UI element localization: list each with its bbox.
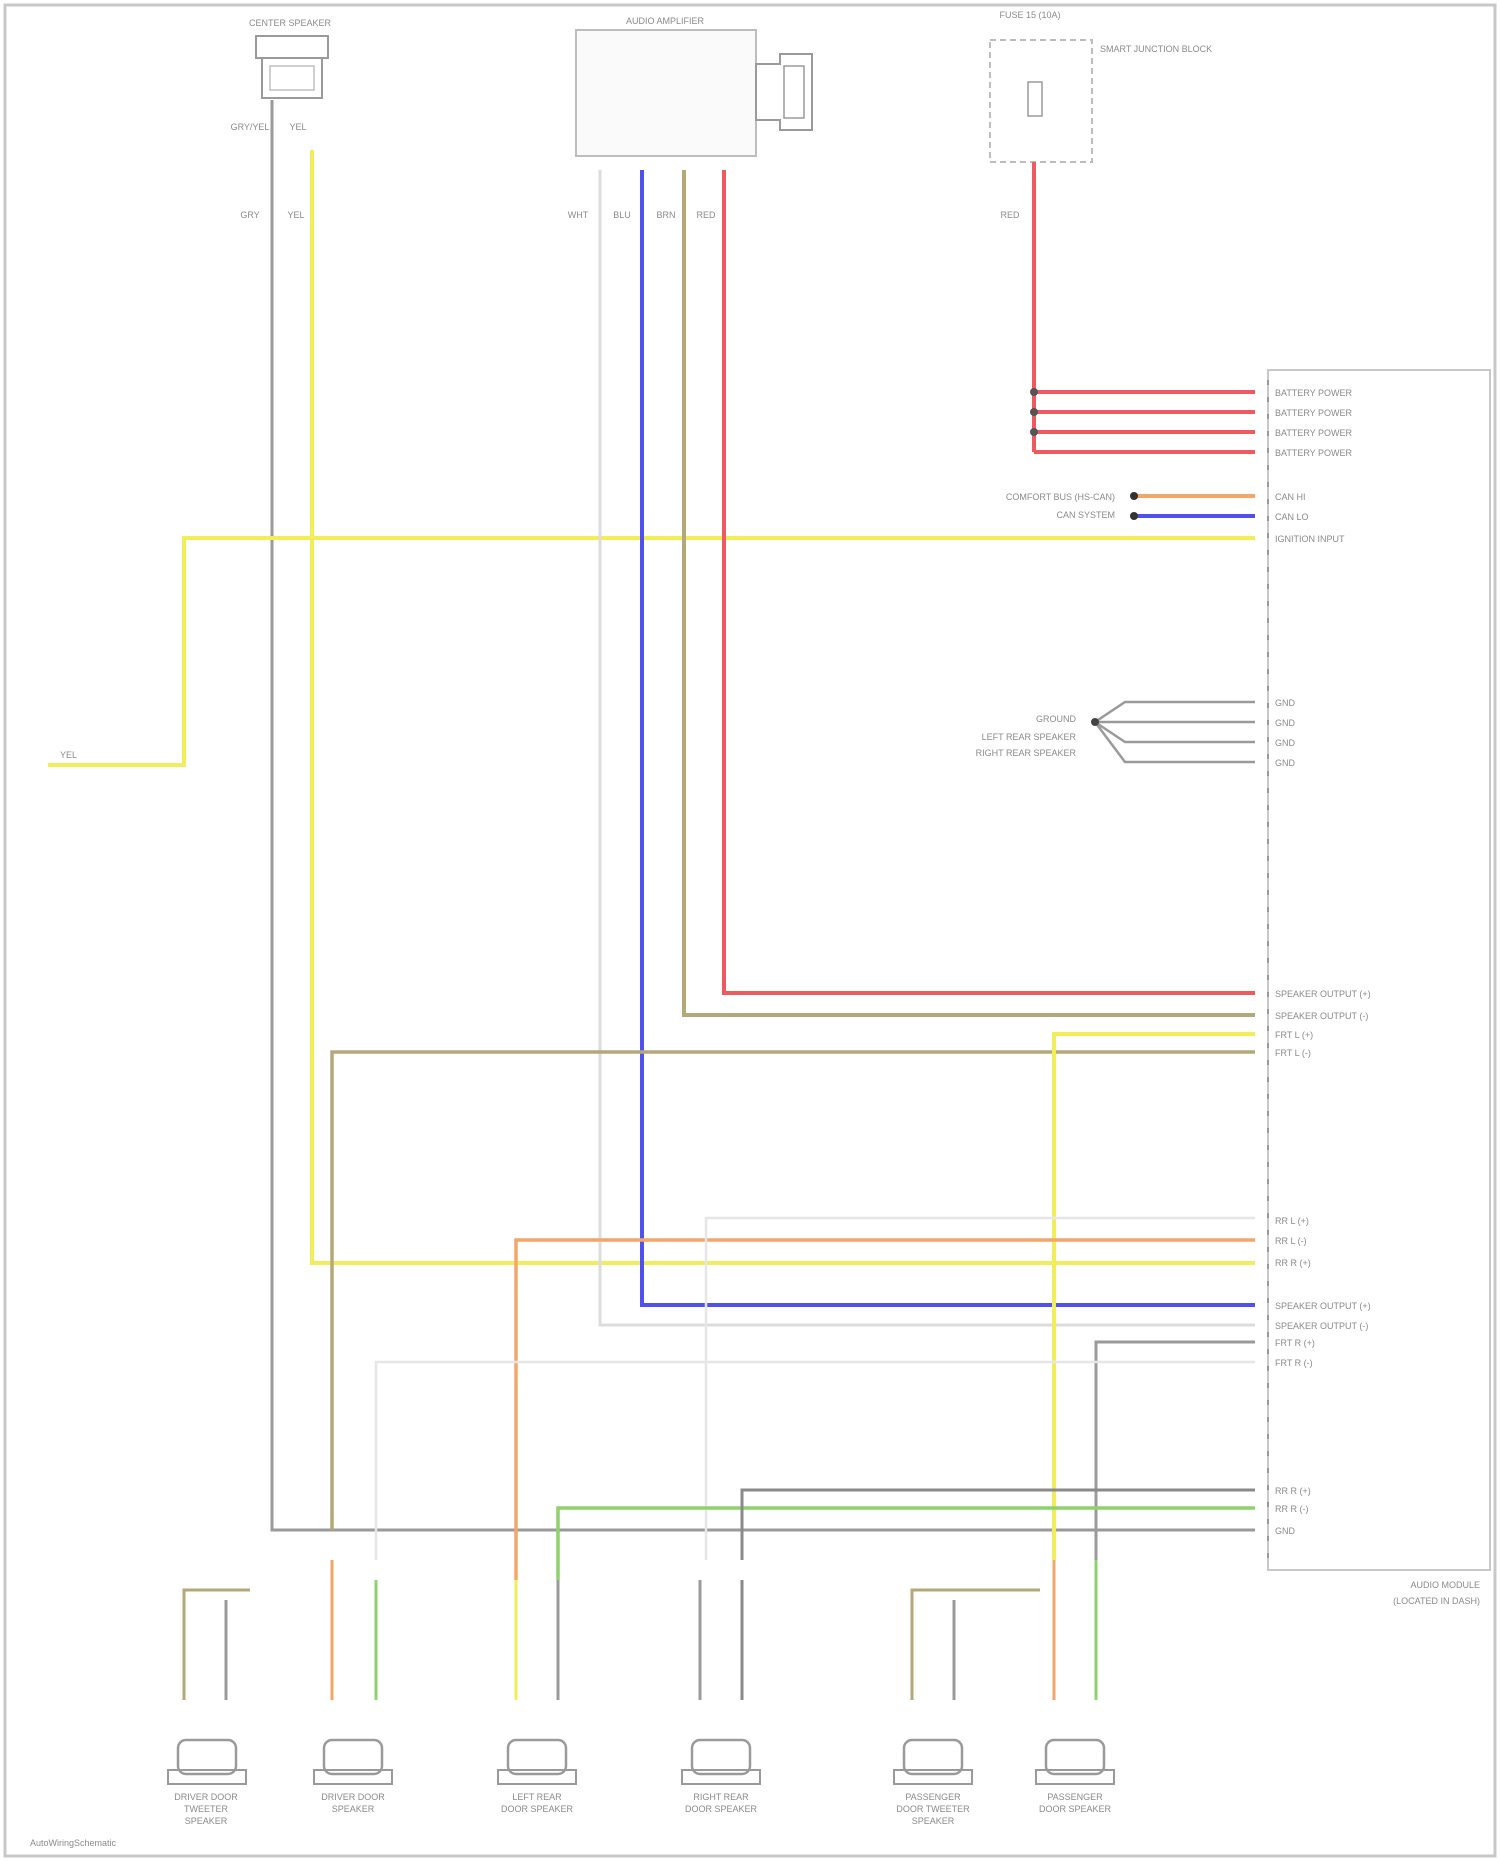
module-sub-label: (LOCATED IN DASH) (1393, 1596, 1480, 1606)
speaker-1: DRIVER DOOR TWEETER SPEAKER (168, 1590, 250, 1826)
pin-gnd-final: GND (1275, 1526, 1296, 1536)
pin-frt-r-pos: FRT R (+) (1275, 1338, 1315, 1348)
speaker-1-name-1: DRIVER DOOR (174, 1792, 238, 1802)
amp-wire-a: WHT (568, 210, 589, 220)
speaker-4: RIGHT REAR DOOR SPEAKER (682, 1580, 760, 1814)
pin-can-lo: CAN LO (1275, 512, 1309, 522)
wire-brown-left (332, 1052, 1255, 1530)
splice-3 (1030, 428, 1038, 436)
left-mid-wire-a: GRY (240, 210, 259, 220)
splice-2 (1030, 408, 1038, 416)
pin-frt-l-neg: FRT L (-) (1275, 1048, 1311, 1058)
speaker-3: LEFT REAR DOOR SPEAKER (498, 1580, 576, 1814)
wire-gray-right (1096, 1342, 1255, 1560)
wire-yellow-right (1054, 1034, 1255, 1560)
ground-fan-3 (1095, 722, 1255, 742)
left-mid-wire-b: YEL (287, 210, 304, 220)
left-top-wire-b: YEL (289, 122, 306, 132)
amp-wire-b: BLU (613, 210, 631, 220)
pin-gnd-1: GND (1275, 698, 1296, 708)
pin-spk-out-2: SPEAKER OUTPUT (-) (1275, 1321, 1368, 1331)
pin-rr-l-neg: RR L (-) (1275, 1236, 1307, 1246)
speaker-6-name-2: DOOR SPEAKER (1039, 1804, 1112, 1814)
pin-gnd-2: GND (1275, 718, 1296, 728)
pin-amp-out-2: SPEAKER OUTPUT (-) (1275, 1011, 1368, 1021)
speaker-6: PASSENGER DOOR SPEAKER (1036, 1560, 1114, 1814)
ground-left-3: RIGHT REAR SPEAKER (976, 748, 1077, 758)
speaker-2-name-1: DRIVER DOOR (321, 1792, 385, 1802)
speaker-5-name-2: DOOR TWEETER (896, 1804, 970, 1814)
wire-white-amp (600, 170, 1255, 1325)
pin-battery-2: BATTERY POWER (1275, 408, 1353, 418)
amp-wire-c: BRN (656, 210, 675, 220)
speaker-6-name-1: PASSENGER (1047, 1792, 1103, 1802)
pin-rr-l-pos: RR L (+) (1275, 1216, 1309, 1226)
speaker-3-name-2: DOOR SPEAKER (501, 1804, 574, 1814)
pin-gnd-4: GND (1275, 758, 1296, 768)
pin-rr-r-neg: RR R (-) (1275, 1504, 1309, 1514)
wire-green (558, 1508, 1255, 1580)
speaker-3-name-1: LEFT REAR (512, 1792, 562, 1802)
left-top-wire-a: GRY/YEL (231, 122, 270, 132)
fuse-wire-label: RED (1000, 210, 1020, 220)
center-speaker-connector: CENTER SPEAKER (249, 18, 332, 98)
wire-brown-amp (684, 170, 1255, 1015)
pin-spk-out-1: SPEAKER OUTPUT (+) (1275, 1301, 1371, 1311)
can-left-label-2: CAN SYSTEM (1056, 510, 1115, 520)
ground-left-2: LEFT REAR SPEAKER (982, 732, 1077, 742)
speaker-4-name-2: DOOR SPEAKER (685, 1804, 758, 1814)
pin-can-hi: CAN HI (1275, 492, 1306, 502)
wire-gray-left (272, 100, 1255, 1530)
pin-battery-4: BATTERY POWER (1275, 448, 1353, 458)
pin-frt-l-pos: FRT L (+) (1275, 1030, 1313, 1040)
speaker-1-name-2: TWEETER (184, 1804, 228, 1814)
pin-battery-3: BATTERY POWER (1275, 428, 1353, 438)
speaker-5-name-1: PASSENGER (905, 1792, 961, 1802)
audio-module: AUDIO MODULE (LOCATED IN DASH) (1268, 370, 1490, 1606)
splice-1 (1030, 388, 1038, 396)
pin-rr-r-pos: RR R (+) (1275, 1486, 1311, 1496)
wire-yellow-feed (48, 538, 1255, 765)
amplifier-label: AUDIO AMPLIFIER (626, 16, 705, 26)
wire-darkgray (742, 1490, 1255, 1560)
module-label: AUDIO MODULE (1410, 1580, 1480, 1590)
wire-blue-amp (642, 170, 1255, 1305)
center-speaker-label: CENTER SPEAKER (249, 18, 332, 28)
wire-yellow-left (312, 150, 1255, 1263)
speaker-5-name-3: SPEAKER (912, 1816, 955, 1826)
can-dot-2 (1130, 512, 1138, 520)
pin-gnd-3: GND (1275, 738, 1296, 748)
speaker-1-name-3: SPEAKER (185, 1816, 228, 1826)
junction-note: SMART JUNCTION BLOCK (1100, 44, 1212, 54)
speaker-2: DRIVER DOOR SPEAKER (314, 1560, 392, 1814)
ground-fan (1095, 702, 1255, 722)
fuse-label: FUSE 15 (10A) (999, 10, 1060, 20)
pin-frt-r-neg: FRT R (-) (1275, 1358, 1313, 1368)
pin-ignition: IGNITION INPUT (1275, 534, 1345, 544)
ground-node (1091, 718, 1099, 726)
pin-amp-out-1: SPEAKER OUTPUT (+) (1275, 989, 1371, 999)
ground-left-1: GROUND (1036, 714, 1076, 724)
speaker-5: PASSENGER DOOR TWEETER SPEAKER (894, 1590, 1040, 1826)
speaker-4-name-1: RIGHT REAR (693, 1792, 749, 1802)
can-left-label-1: COMFORT BUS (HS-CAN) (1006, 492, 1115, 502)
pin-battery-1: BATTERY POWER (1275, 388, 1353, 398)
wire-red-amp (724, 170, 1255, 993)
diagram-frame (5, 5, 1495, 1856)
fuse-block: FUSE 15 (10A) SMART JUNCTION BLOCK (990, 10, 1212, 162)
speaker-2-name-2: SPEAKER (332, 1804, 375, 1814)
footer-credit: AutoWiringSchematic (30, 1838, 117, 1848)
pin-rr-r-pos-a: RR R (+) (1275, 1258, 1311, 1268)
audio-amplifier: AUDIO AMPLIFIER (576, 16, 812, 156)
amp-wire-d: RED (696, 210, 716, 220)
left-feed-label: YEL (60, 750, 77, 760)
can-dot-1 (1130, 492, 1138, 500)
